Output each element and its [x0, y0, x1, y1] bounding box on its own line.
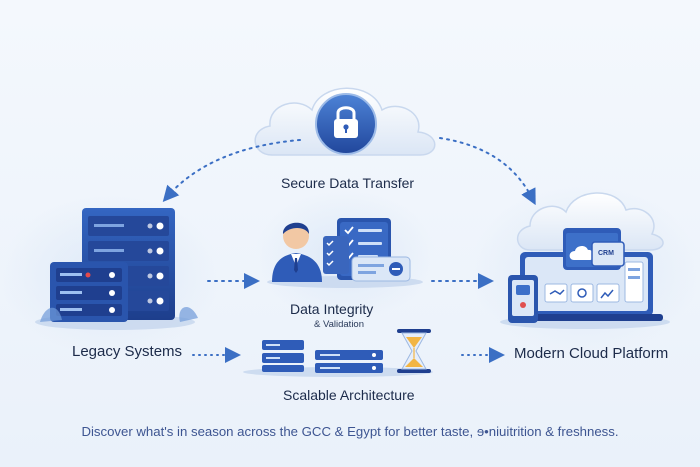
legacy-server-icon [35, 208, 198, 330]
footer-caption: Discover what's in season across the GCC… [81, 424, 619, 439]
scalable-servers-icon [243, 340, 433, 377]
data-integrity-label: Data Integrity [290, 301, 374, 317]
arc-arrow-left [162, 139, 301, 203]
person-checklist-icon [267, 218, 423, 288]
validation-label: & Validation [314, 319, 364, 330]
cloud-platform-label: Modern Cloud Platform [514, 345, 669, 362]
secure-transfer-label: Secure Data Transfer [281, 175, 415, 191]
legacy-systems-label: Legacy Systems [72, 343, 183, 360]
scalable-label: Scalable Architecture [283, 387, 415, 403]
cloud-platform-icon [500, 192, 670, 329]
hourglass-icon [397, 329, 431, 373]
arc-arrow-right [439, 137, 536, 206]
crm-label: CRM [598, 250, 614, 257]
lock-icon [334, 106, 358, 138]
